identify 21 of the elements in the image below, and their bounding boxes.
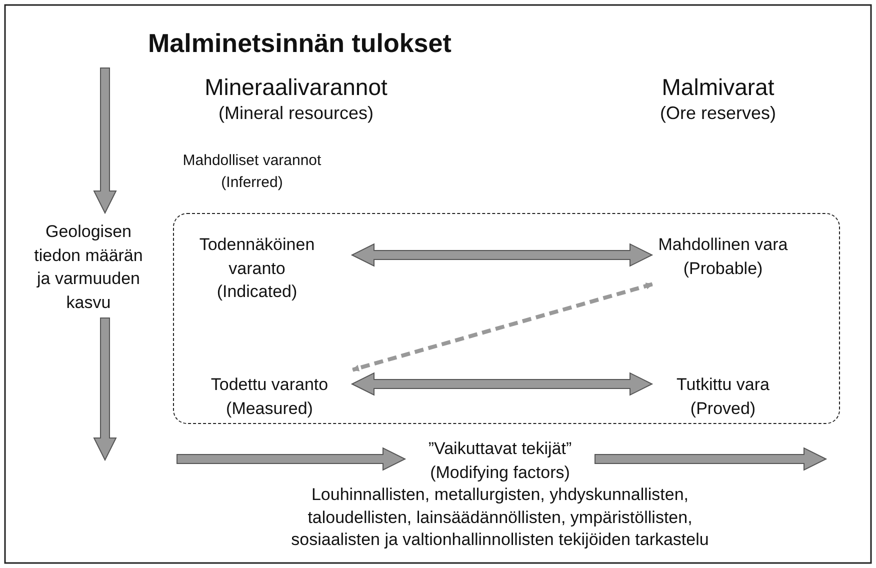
block-arrow xyxy=(176,447,406,471)
resource-label: Todettu varanto (Measured) xyxy=(186,373,353,423)
axis-caption: Geologisen tiedon määrän ja varmuuden kasvu xyxy=(15,213,162,318)
block-arrow xyxy=(93,68,117,214)
double-arrow xyxy=(350,243,654,267)
dashed-arrow xyxy=(352,282,653,372)
block-arrow xyxy=(93,318,117,462)
diagram-title: Malminetsinnän tulokset xyxy=(148,28,452,59)
column-subheading: (Mineral resources) xyxy=(217,103,375,125)
block-arrow xyxy=(594,447,828,471)
column-heading: Malmivarat xyxy=(660,74,776,102)
modifying-factors-heading: ”Vaikuttavat tekijät” (Modifying factors) xyxy=(405,437,595,485)
reserve-label: Tutkittu vara (Proved) xyxy=(653,373,793,423)
column-subheading: (Ore reserves) xyxy=(658,103,777,125)
column-heading: Mineraalivarannot xyxy=(204,74,388,102)
double-arrow xyxy=(350,372,654,396)
dashed-group-box xyxy=(173,213,840,424)
reserve-label: Mahdollinen vara (Probable) xyxy=(653,233,793,283)
modifying-factors-text: Louhinnallisten, metallurgisten, yhdyskunnallisten, taloudellisten, lainsäädännöllisten, ympäristöllisten, sosiaalisten ja valtionhallinnollisten tekijöiden tarkastelu xyxy=(290,484,710,551)
inferred-label: Mahdolliset varannot (Inferred) xyxy=(182,151,322,193)
resource-label: Todennäköinen varanto (Indicated) xyxy=(181,233,353,307)
